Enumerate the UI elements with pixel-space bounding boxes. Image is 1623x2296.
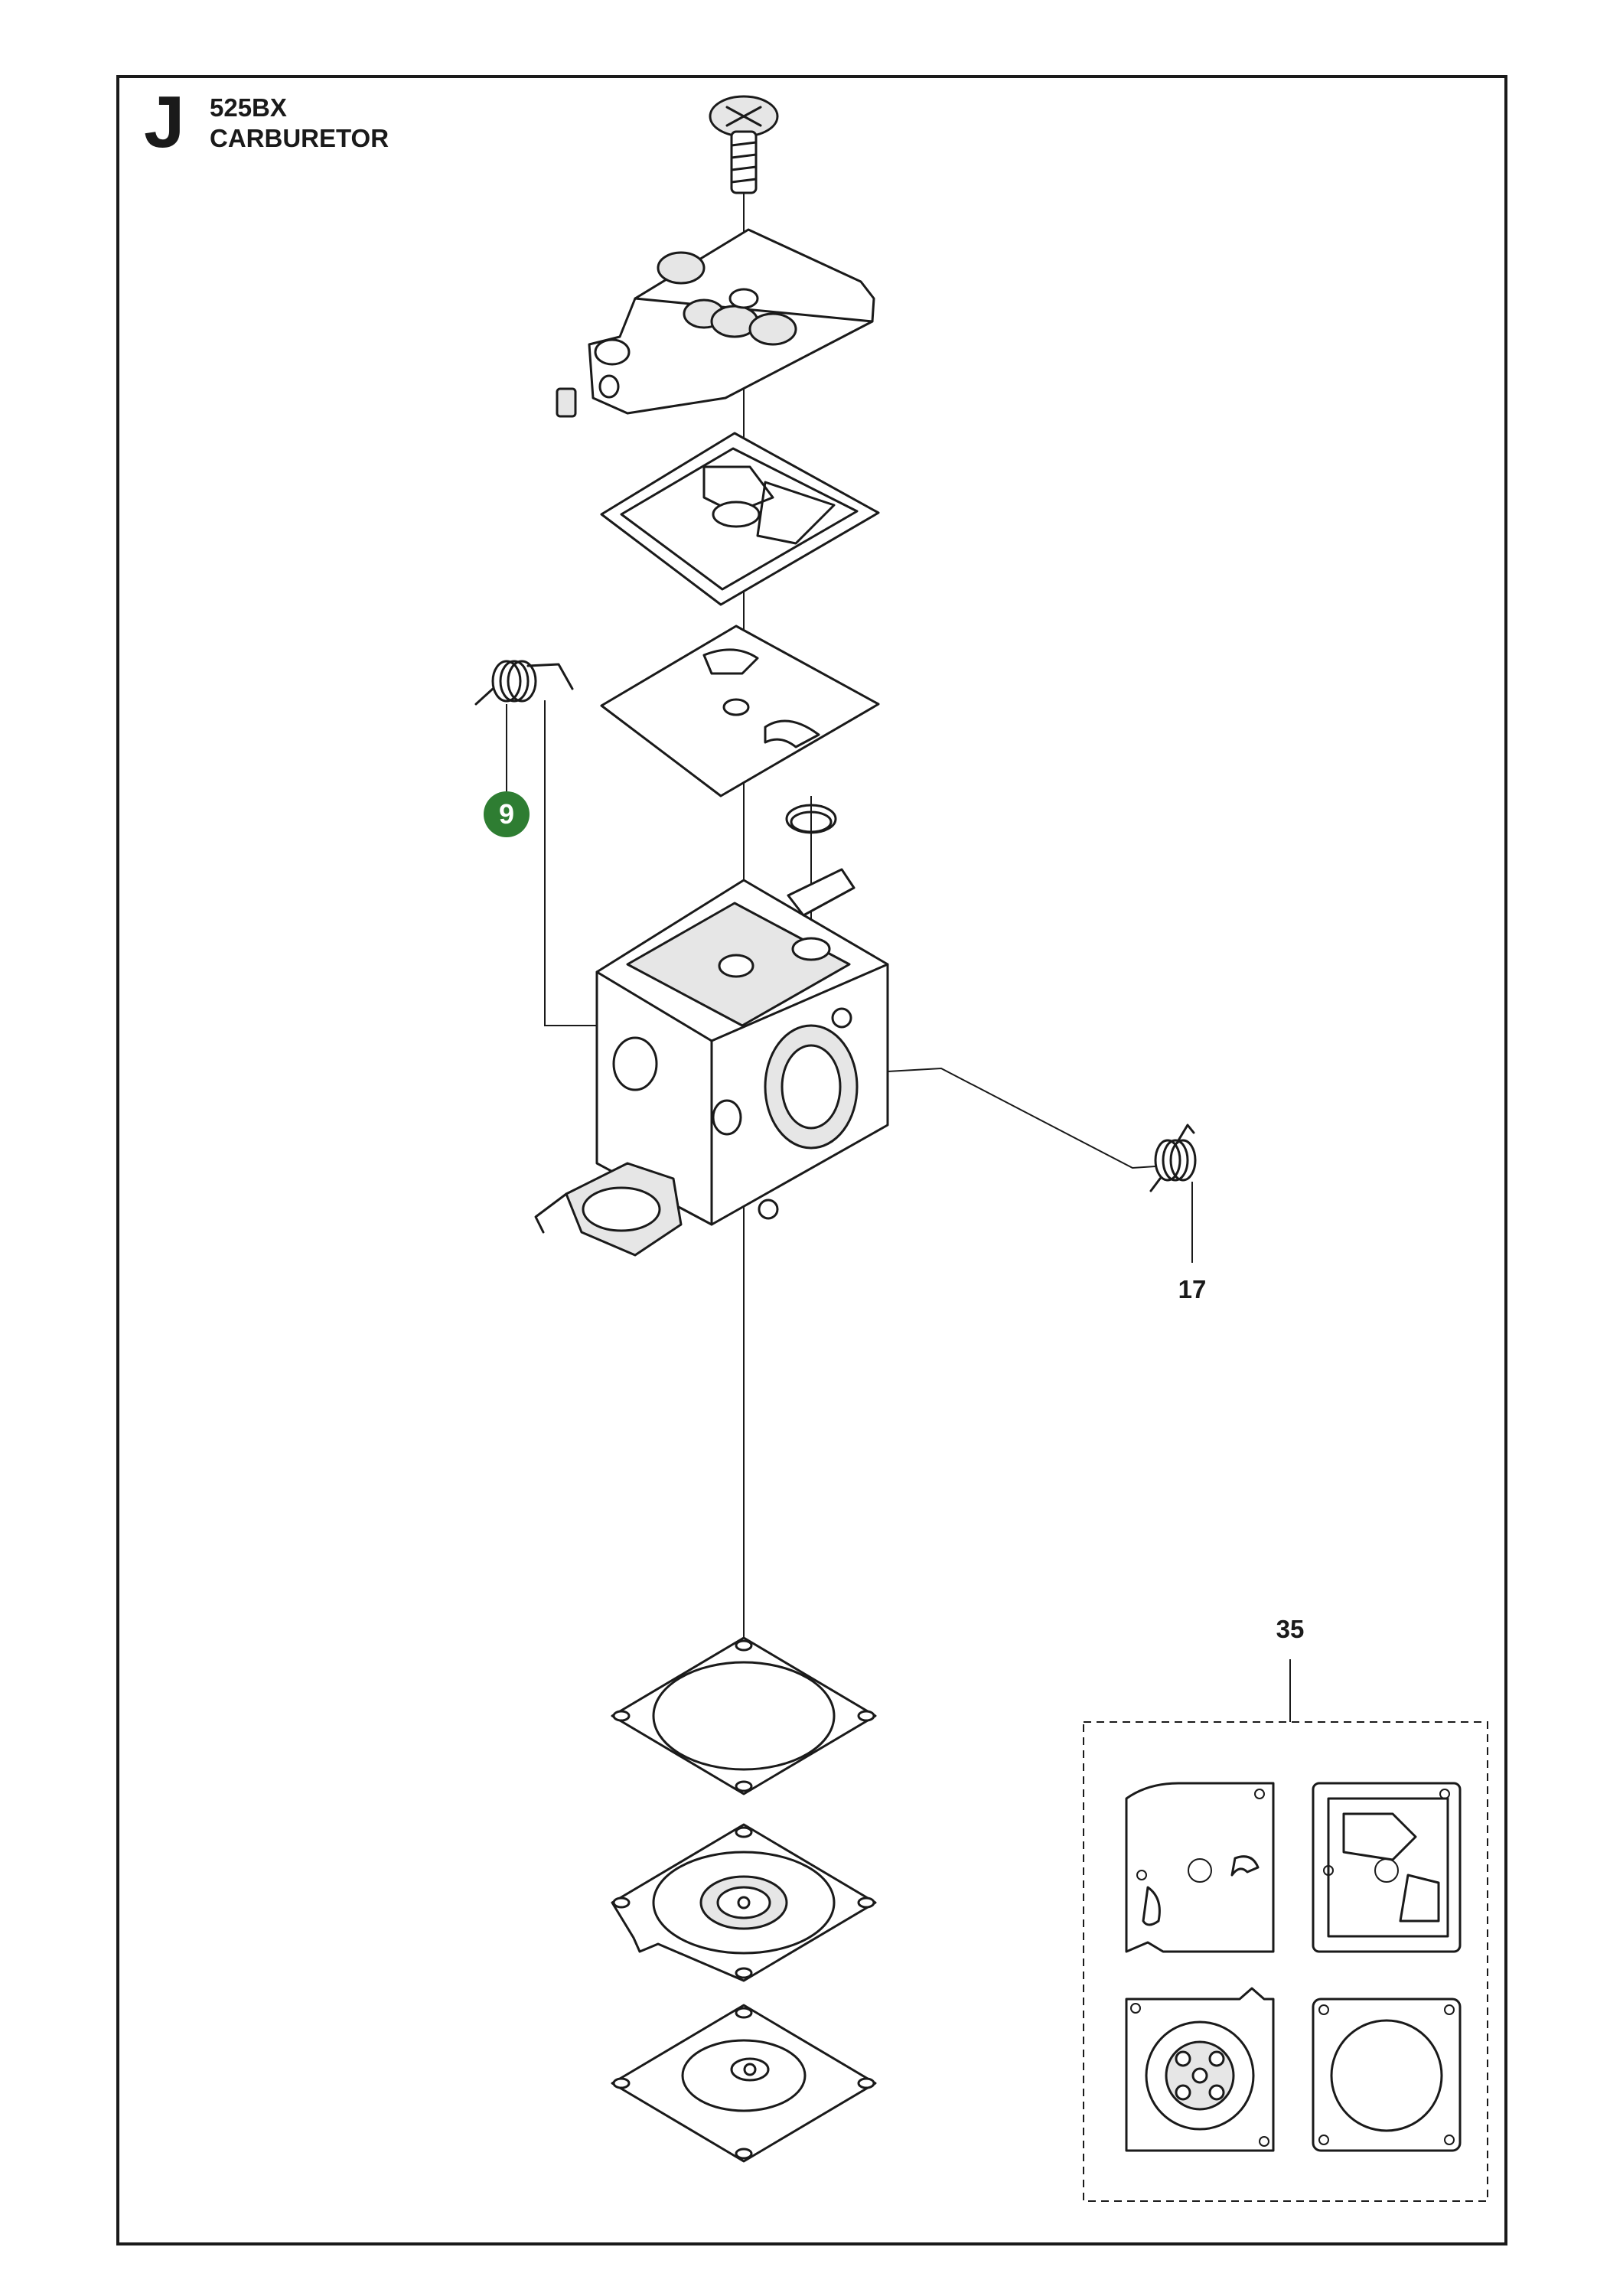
callout-17[interactable]: 17 — [1178, 1275, 1207, 1303]
metering-diaphragm — [611, 1823, 877, 1982]
page-frame — [116, 75, 1507, 2245]
metering-gasket — [611, 1636, 877, 1795]
kit-diaphragm — [1125, 1987, 1275, 2152]
spring-17 — [887, 1067, 1197, 1263]
page-title: CARBURETOR — [210, 124, 389, 152]
carburetor-body — [534, 868, 889, 1257]
gasket-kit-35 — [1083, 1659, 1488, 2202]
model-name: 525BX — [210, 93, 287, 122]
pump-cover — [556, 228, 875, 418]
screw — [709, 95, 779, 194]
callout-35[interactable]: 35 — [1276, 1615, 1305, 1643]
section-letter: J — [144, 81, 185, 163]
callout-9[interactable]: 9 — [484, 791, 530, 837]
spring-9 — [474, 660, 597, 1026]
gasket-pump — [600, 625, 880, 797]
gasket-upper — [600, 432, 880, 606]
kit-gasket-pump — [1125, 1782, 1275, 1953]
kit-gasket-upper — [1312, 1782, 1462, 1953]
metering-cover — [611, 2004, 877, 2163]
kit-gasket-round — [1312, 1998, 1462, 2152]
